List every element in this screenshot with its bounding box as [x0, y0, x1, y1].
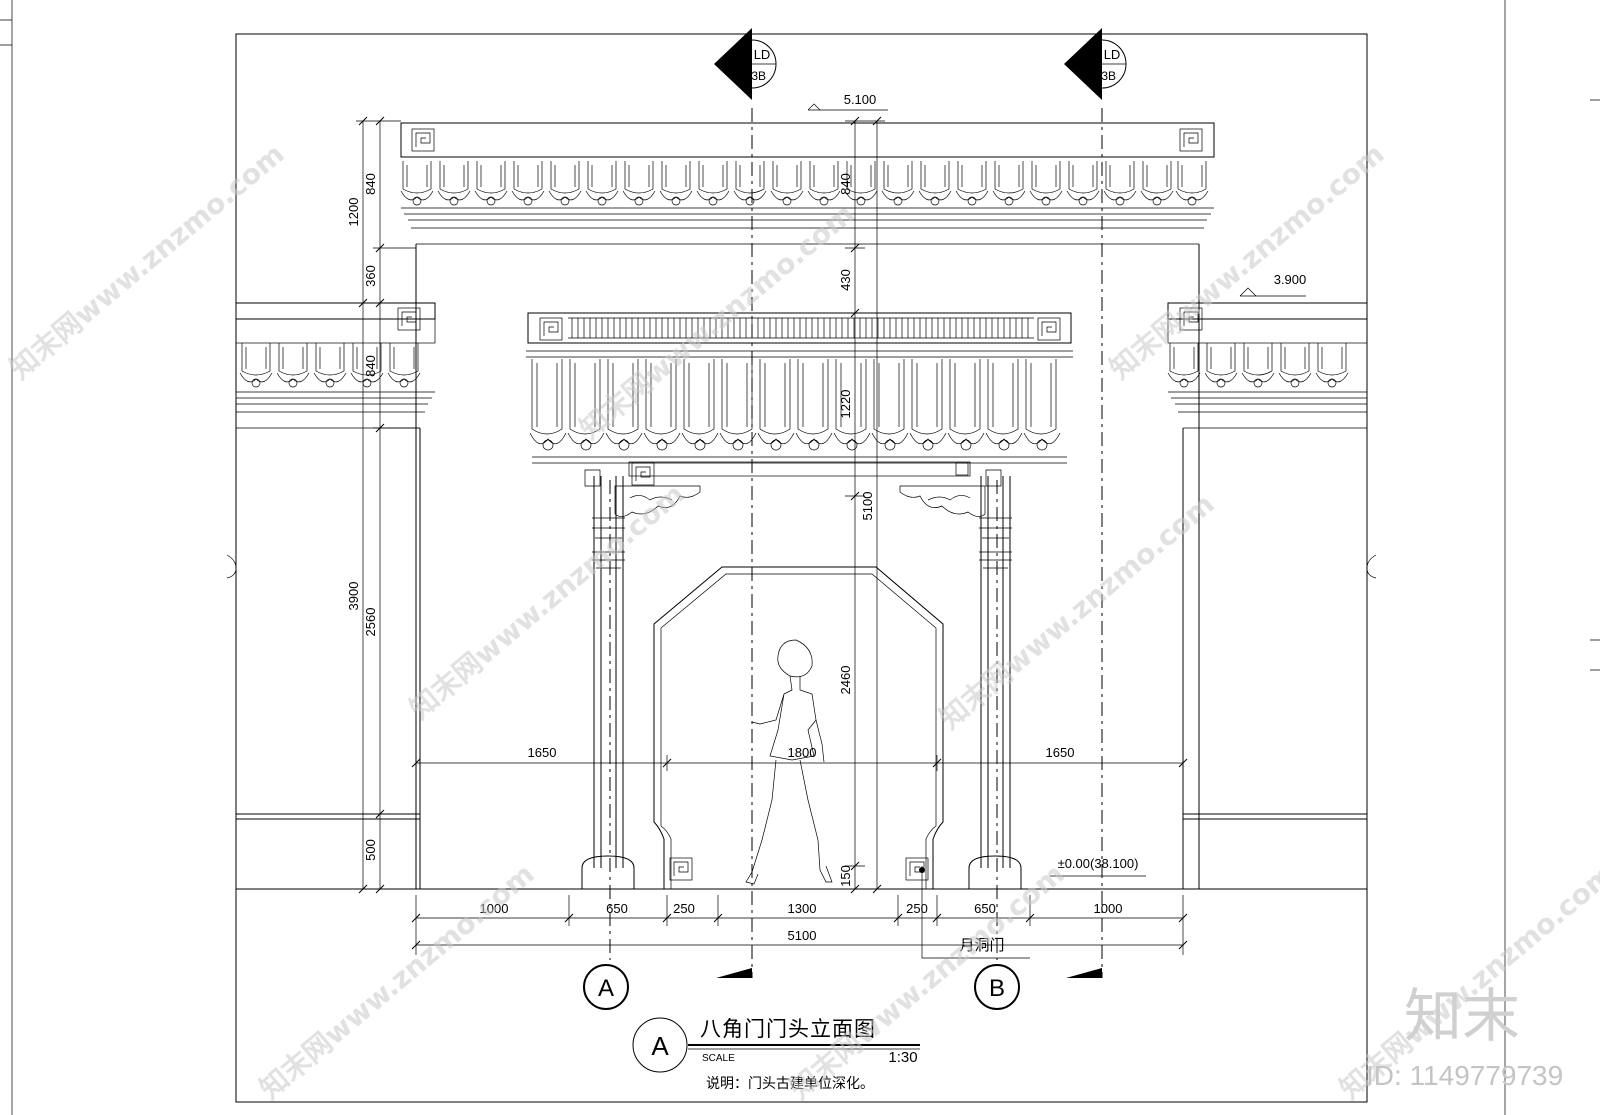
section-marker-b-sheet: 603B	[738, 69, 766, 83]
dim-left-1200: 1200	[346, 198, 361, 227]
watermark-text: 知末网www.znzmo.com	[3, 137, 290, 385]
watermark-text: 知末网www.znzmo.com	[933, 487, 1220, 735]
level-wall-text: 3.900	[1274, 272, 1307, 287]
watermark-layer: 知末网www.znzmo.com 知末网www.znzmo.com 知末网www…	[3, 137, 1600, 1105]
main-gate-wall	[400, 122, 1215, 889]
drawing-title-block: A 八角门门头立面图 SCALE 1:30 说明：门头古建单位深化。	[632, 1017, 920, 1092]
left-dimension-chain: 1200 3900 840 360 840 2560 500	[346, 116, 420, 894]
dim-left-3900: 3900	[346, 582, 361, 611]
dim-bottom-650-left: 650	[606, 901, 628, 916]
level-mark-ground: ±0.00(38.100)	[1050, 856, 1146, 877]
left-side-wall	[226, 302, 436, 889]
section-marker-b-letter: B	[737, 47, 746, 62]
axis-bubble-a: A	[583, 964, 629, 1010]
bracket-right	[899, 469, 1002, 517]
dim-center-1220: 1220	[838, 390, 853, 419]
axis-bubble-a-label: A	[598, 975, 614, 1002]
dim-center-5100: 5100	[860, 492, 875, 521]
dim-mid-1800: 1800	[788, 745, 817, 760]
dim-left-840-top: 840	[363, 173, 378, 195]
section-marker-a-letter: A	[1087, 47, 1096, 62]
dim-mid-1650-left: 1650	[528, 745, 557, 760]
level-mark-wall: 3.900	[1239, 272, 1307, 297]
dim-bottom-5100: 5100	[788, 928, 817, 943]
axis-bubble-b: B	[974, 964, 1020, 1010]
section-marker-a-sheet: 603B	[1088, 69, 1116, 83]
scale-value: 1:30	[888, 1049, 917, 1066]
middle-dimension-row: 1650 1800 1650	[411, 745, 1188, 771]
brand-logo: 知末	[1404, 982, 1520, 1050]
dim-center-430: 430	[838, 269, 853, 291]
dim-bottom-1000-left: 1000	[480, 901, 509, 916]
door-head-roof	[526, 312, 1073, 486]
section-marker-b-code: LD	[754, 47, 771, 62]
section-marker-a-code: LD	[1104, 47, 1121, 62]
bottom-dimension-row: 1000 650 250 1300 250 650 1000 5100	[411, 895, 1188, 955]
dim-bottom-250-left: 250	[673, 901, 695, 916]
level-top-text: 5.100	[844, 92, 877, 107]
dim-left-2560: 2560	[363, 608, 378, 637]
watermark-text: 知末网www.znzmo.com	[1103, 137, 1390, 385]
right-side-wall	[1167, 302, 1377, 889]
dim-bottom-1000-right: 1000	[1094, 901, 1123, 916]
level-mark-top: 5.100	[807, 92, 888, 111]
dim-center-2460: 2460	[838, 666, 853, 695]
drawing-title: 八角门门头立面图	[700, 1017, 876, 1041]
human-scale-figure-icon	[745, 639, 833, 885]
callout-moon-gate: 月洞门	[919, 866, 1030, 959]
brand-id: ID: 1149779739	[1366, 1060, 1563, 1091]
dim-bottom-650-right: 650	[974, 901, 996, 916]
scale-label: SCALE	[702, 1053, 735, 1064]
title-tag: A	[651, 1031, 669, 1061]
level-ground-text: ±0.00(38.100)	[1058, 856, 1139, 871]
section-marker-a: A LD 603B	[1064, 28, 1127, 100]
column-right	[968, 476, 1022, 890]
bracket-left	[584, 469, 701, 517]
watermark-text: 知末网www.znzmo.com	[783, 857, 1070, 1105]
axis-bubble-b-label: B	[989, 975, 1005, 1002]
watermark-text: 知末网www.znzmo.com	[253, 857, 540, 1105]
dim-mid-1650-right: 1650	[1046, 745, 1075, 760]
watermark-text: 知末网www.znzmo.com	[403, 477, 690, 725]
dim-left-840-mid: 840	[363, 355, 378, 377]
section-marker-b: B LD 603B	[714, 28, 777, 100]
column-left	[581, 476, 635, 890]
center-dimension-chain: 840 430 1220 2460 150 5100	[838, 116, 885, 894]
dim-bottom-250-right: 250	[906, 901, 928, 916]
dim-center-840: 840	[838, 173, 853, 195]
callout-text: 月洞门	[959, 936, 1004, 954]
dim-left-360: 360	[363, 265, 378, 287]
octagonal-door-opening	[653, 566, 944, 889]
watermark-text: 知末网www.znzmo.com	[573, 197, 860, 445]
drawing-note: 说明：门头古建单位深化。	[706, 1076, 874, 1092]
dim-left-500: 500	[363, 839, 378, 861]
dim-center-150: 150	[838, 865, 853, 887]
dim-bottom-1300: 1300	[788, 901, 817, 916]
